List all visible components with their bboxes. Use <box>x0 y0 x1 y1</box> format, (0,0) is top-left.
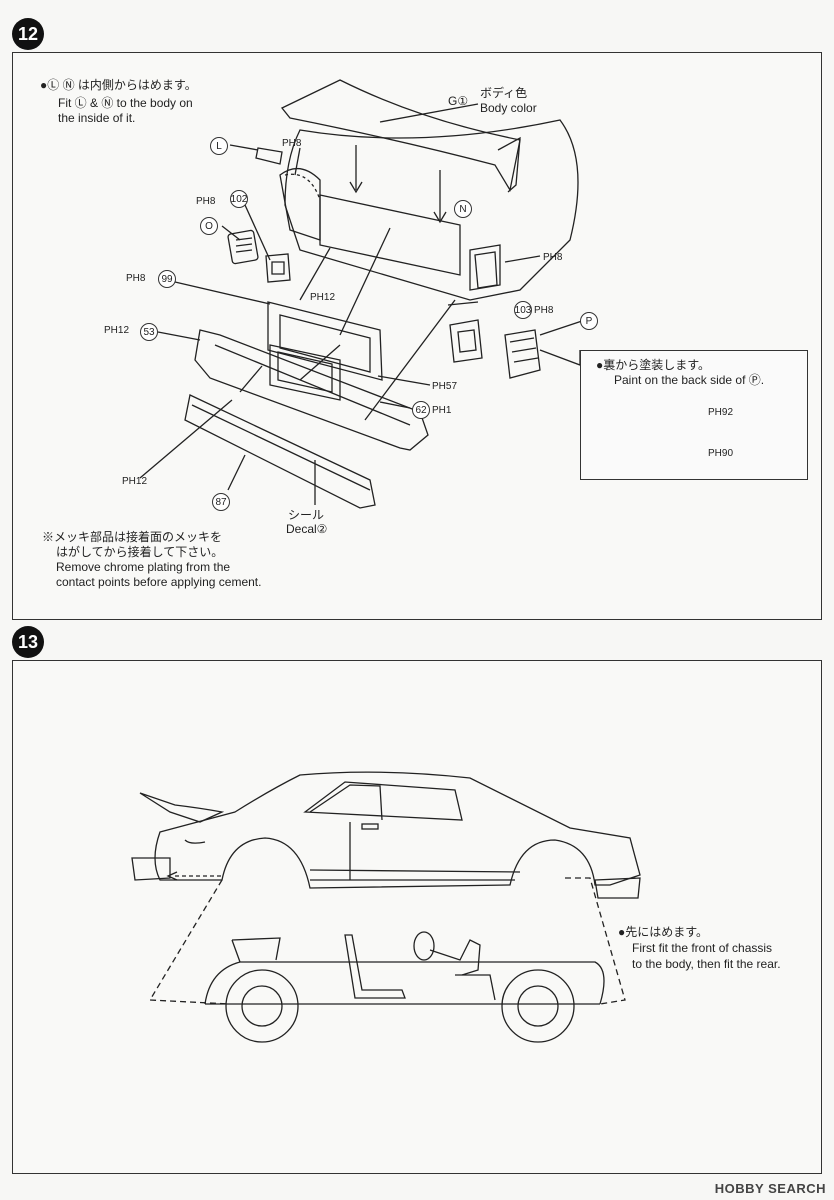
step-13-number: 13 <box>12 626 44 658</box>
ph92-label: PH92 <box>708 407 734 418</box>
part-label-87: 87 <box>212 493 230 511</box>
body-color-en: Body color <box>480 101 537 115</box>
ph8-label-c: PH8 <box>543 252 563 263</box>
ph1-label: PH1 <box>432 405 452 416</box>
ph12-label-c: PH12 <box>122 476 148 487</box>
fit-front-note-en-line1: First fit the front of chassis <box>632 941 773 955</box>
paint-back-callout <box>580 350 808 480</box>
part-label-99: 99 <box>158 270 176 288</box>
chrome-note-jp-line1: ※メッキ部品は接着面のメッキを <box>42 530 223 544</box>
ph8-label-b: PH8 <box>196 196 216 207</box>
part-label-53: 53 <box>140 323 158 341</box>
ph8-label-e: PH8 <box>534 305 554 316</box>
paint-note-jp: ●裏から塗装します。 <box>596 358 711 372</box>
paint-note-en: Paint on the back side of Ⓟ. <box>614 373 765 387</box>
part-label-103: 103 <box>514 301 532 319</box>
step-13-panel <box>12 660 822 1174</box>
body-color-jp: ボディ色 <box>480 86 528 100</box>
decal-en: Decal② <box>286 522 328 536</box>
step-12-number: 12 <box>12 18 44 50</box>
decal-jp: シール <box>288 508 325 522</box>
part-label-n: N <box>454 200 472 218</box>
chrome-note-en-line1: Remove chrome plating from the <box>56 560 231 574</box>
part-label-102: 102 <box>230 190 248 208</box>
chrome-note-en-line2: contact points before applying cement. <box>56 575 262 589</box>
ph12-label-b: PH12 <box>104 325 130 336</box>
ph57-label: PH57 <box>432 381 458 392</box>
fit-note-en-line2: the inside of it. <box>58 111 136 125</box>
part-label-l: L <box>210 137 228 155</box>
fit-front-note-jp: ●先にはめます。 <box>618 925 709 939</box>
ph8-label-d: PH8 <box>126 273 146 284</box>
part-label-p: P <box>580 312 598 330</box>
ph90-label: PH90 <box>708 448 734 459</box>
ph12-label-a: PH12 <box>310 292 336 303</box>
fit-front-note-en-line2: to the body, then fit the rear. <box>632 957 781 971</box>
fit-note-jp: ●Ⓛ Ⓝ は内側からはめます。 <box>40 78 197 92</box>
fit-note-en-line1: Fit Ⓛ & Ⓝ to the body on <box>58 96 193 110</box>
part-label-62: 62 <box>412 401 430 419</box>
ph8-label-a: PH8 <box>282 138 302 149</box>
chrome-note-jp-line2: はがしてから接着して下さい。 <box>56 545 224 559</box>
body-color-part: G① <box>448 94 469 108</box>
watermark: HOBBY SEARCH <box>714 1181 826 1196</box>
part-label-o: O <box>200 217 218 235</box>
